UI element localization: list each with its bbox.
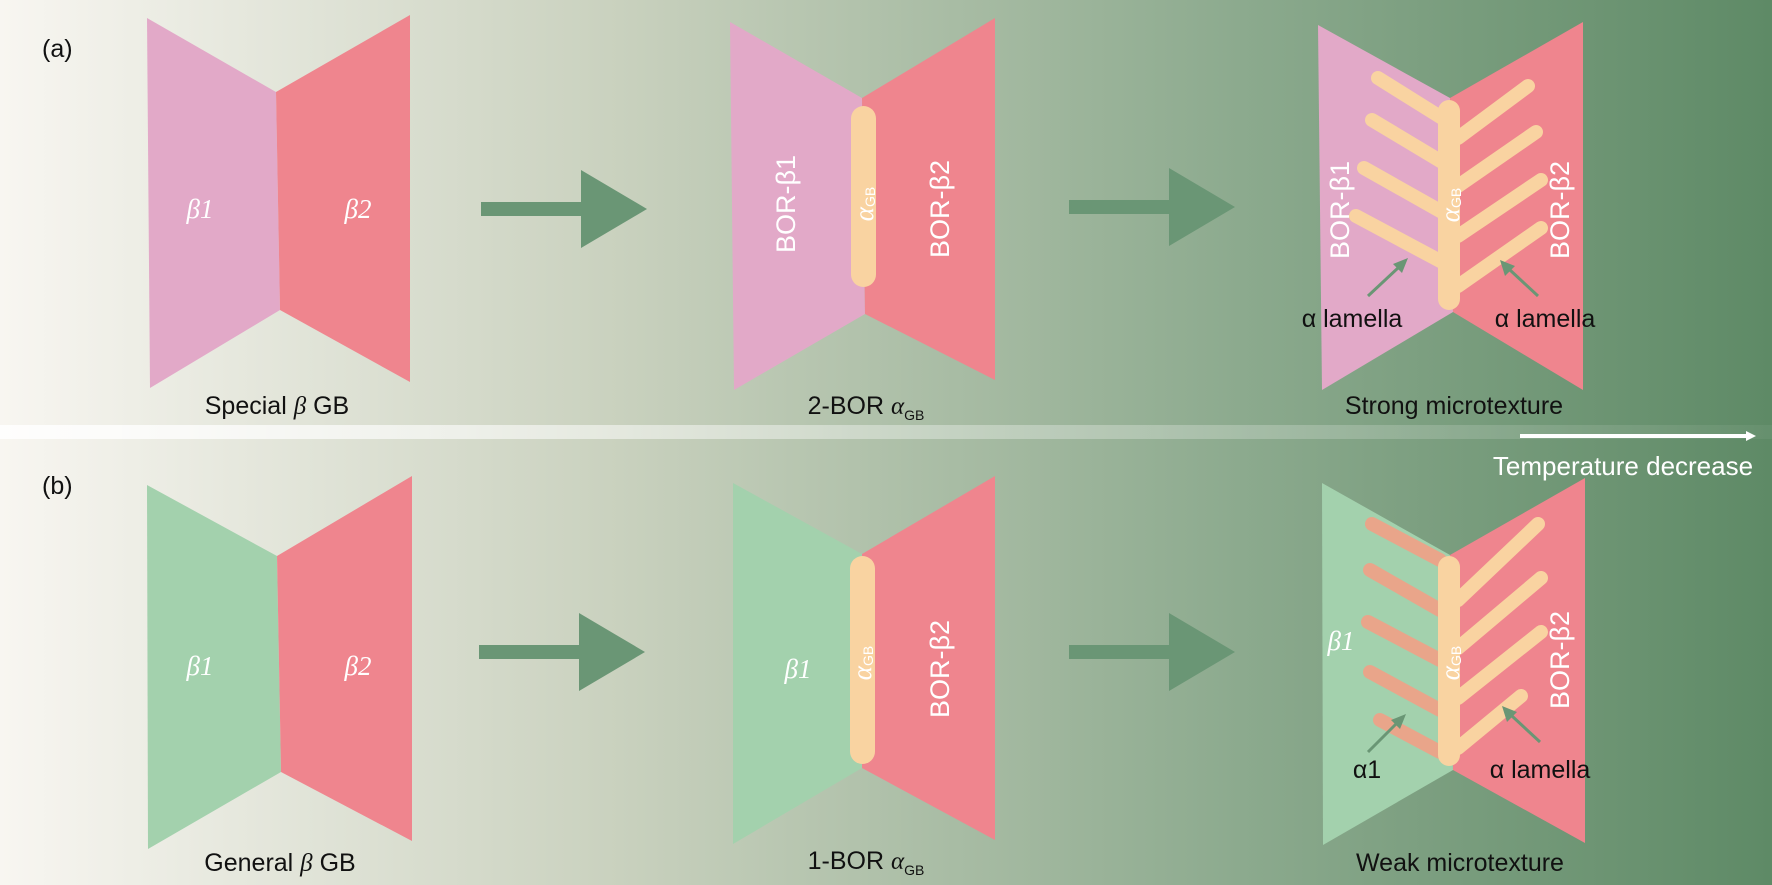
grain-beta1 (733, 483, 862, 844)
stage-caption: Strong microtexture (1345, 392, 1563, 420)
grain-bor-beta1 (1318, 25, 1453, 390)
row-a-stage-2: BOR-β1 αGB BOR-β2 2-BOR αGB (730, 18, 995, 423)
alpha-gb-layer (1438, 100, 1460, 310)
grain-label-left: β1 (1327, 626, 1355, 656)
alpha-gb-layer (1438, 556, 1460, 766)
process-arrow (479, 613, 645, 691)
grain-label-right: β2 (344, 651, 372, 681)
stage-caption: Special β GB (205, 392, 349, 420)
lamella-label-right: α lamella (1495, 305, 1596, 333)
row-separator (0, 425, 1772, 439)
lamella-label-right: α lamella (1490, 756, 1591, 784)
grain-bor-beta1 (730, 22, 865, 390)
grain-beta1 (147, 18, 280, 388)
grain-label-left: β1 (186, 194, 214, 224)
process-arrow (481, 170, 647, 248)
process-arrow (1069, 613, 1235, 691)
stage-caption: 1-BOR αGB (808, 847, 925, 878)
lamella-pointer-right (1502, 706, 1542, 744)
grain-label-right: BOR-β2 (1545, 161, 1575, 259)
grain-label-left: β1 (784, 654, 812, 684)
grain-label-left: BOR-β1 (771, 155, 801, 253)
grain-beta2 (277, 476, 412, 841)
panel-label-b: (b) (42, 472, 73, 500)
alpha-gb-label: αGB (1435, 646, 1465, 680)
alpha-lamellae (1451, 517, 1548, 755)
stage-caption: Weak microtexture (1356, 849, 1564, 877)
row-b-stage-3: β1 αGB BOR-β2 α1 α lamella Weak microtex… (1322, 478, 1590, 877)
lamella-pointer-left (1366, 258, 1408, 298)
row-b: (b) β1 β2 General β GB β1 αGB BOR-β2 1-B… (42, 472, 1590, 878)
alpha-gb-label: αGB (1435, 188, 1465, 222)
grain-beta1 (147, 485, 281, 849)
grain-beta1 (1322, 483, 1453, 845)
grain-bor-beta2 (862, 476, 995, 840)
alpha1-lamellae (1361, 517, 1447, 759)
alpha-lamellae (1349, 71, 1548, 293)
grain-beta2 (276, 15, 410, 382)
temperature-indicator: Temperature decrease (1493, 431, 1756, 481)
stage-caption: 2-BOR αGB (808, 392, 925, 423)
temperature-label: Temperature decrease (1493, 451, 1753, 481)
process-arrow (1069, 168, 1235, 246)
row-a-stage-3: BOR-β1 αGB BOR-β2 α lamella α lamella St… (1302, 22, 1596, 420)
alpha-gb-layer (851, 106, 876, 287)
row-b-stage-2: β1 αGB BOR-β2 1-BOR αGB (733, 476, 995, 878)
row-a: (a) β1 β2 Special β GB BOR-β1 αGB BOR-β2… (42, 15, 1595, 423)
panel-label-a: (a) (42, 35, 73, 63)
grain-label-left: β1 (186, 651, 214, 681)
grain-label-right: BOR-β2 (925, 620, 955, 718)
grain-label-left: BOR-β1 (1325, 161, 1355, 259)
grain-label-right: BOR-β2 (925, 160, 955, 258)
lamella-pointer-right (1500, 260, 1540, 298)
alpha1-pointer (1366, 714, 1406, 754)
alpha-gb-layer (850, 556, 875, 764)
row-b-stage-1: β1 β2 General β GB (147, 476, 412, 877)
alpha-gb-label: αGB (847, 646, 877, 680)
alpha-gb-label: αGB (849, 187, 879, 221)
grain-label-right: BOR-β2 (1545, 611, 1575, 709)
alpha1-label: α1 (1353, 756, 1381, 784)
grain-bor-beta2 (862, 18, 995, 380)
lamella-label-left: α lamella (1302, 305, 1403, 333)
stage-caption: General β GB (204, 849, 355, 877)
row-a-stage-1: β1 β2 Special β GB (147, 15, 410, 420)
grain-label-right: β2 (344, 194, 372, 224)
